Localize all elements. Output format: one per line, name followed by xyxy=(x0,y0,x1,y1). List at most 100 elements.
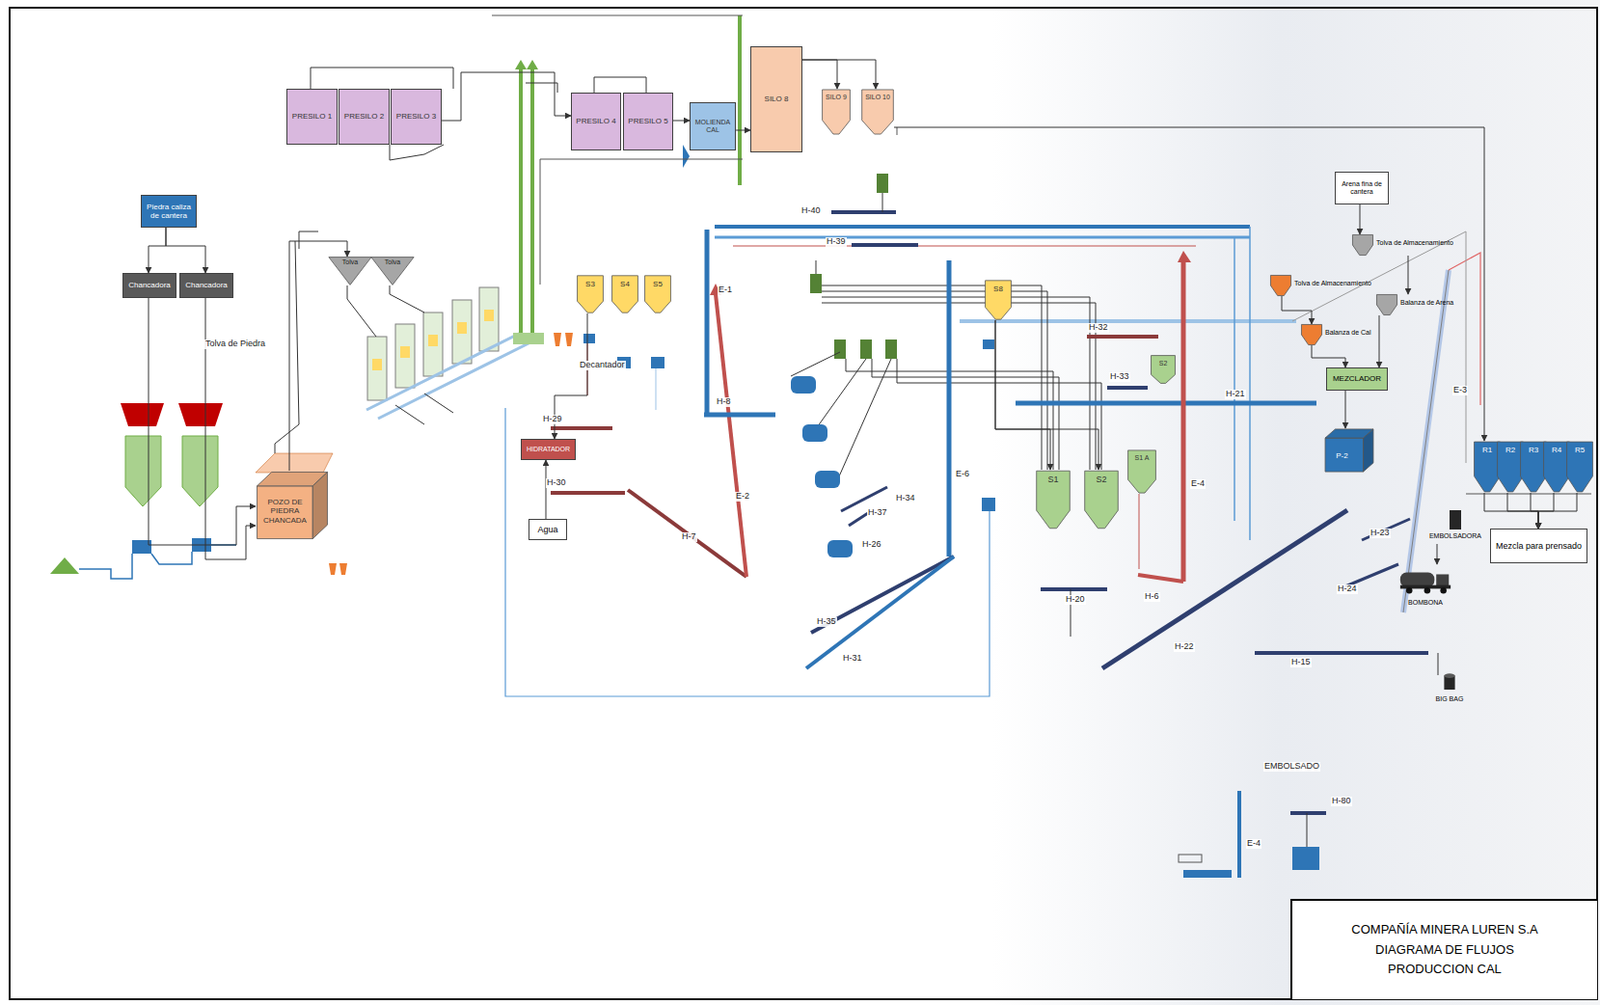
node-label: Tolva xyxy=(370,258,415,267)
flow-arrow xyxy=(165,227,206,273)
shape-part xyxy=(1449,510,1462,530)
flow-arrow xyxy=(802,59,838,89)
node-label: Chancadora xyxy=(128,280,171,290)
shape-part xyxy=(1436,573,1449,587)
shape-part xyxy=(1474,441,1501,492)
hopper: Balanza de Arena xyxy=(1376,294,1454,316)
node-label: BOMBONA xyxy=(1388,598,1463,607)
silo: SILO 10 xyxy=(861,88,895,136)
node-label: HIDRATADOR xyxy=(526,445,570,454)
text-holder: Agua xyxy=(534,522,561,537)
text-holder: S1 xyxy=(1035,469,1071,485)
shape-part xyxy=(822,89,851,135)
text-holder: PRESILO 5 xyxy=(624,114,671,128)
node-label: Tolva xyxy=(327,258,373,267)
node-label: Piedra caliza de cantera xyxy=(144,202,193,220)
title-line: DIAGRAMA DE FLUJOS xyxy=(1351,940,1538,961)
flow-label: H-15 xyxy=(1290,657,1312,668)
silo: S3 xyxy=(576,274,604,314)
shape-outline xyxy=(1441,670,1458,694)
flow-arrow xyxy=(995,320,1051,470)
shape-part xyxy=(371,257,414,286)
flow-label: E-4 xyxy=(1190,479,1206,489)
shape-part xyxy=(862,89,895,135)
shape-part xyxy=(1439,587,1447,595)
text-holder: BOMBONA xyxy=(1388,564,1463,607)
shape-part xyxy=(645,275,672,313)
text-holder: Tolva xyxy=(327,256,373,267)
flow-arrow xyxy=(995,320,1099,470)
process-box: Arena fina de cantera xyxy=(1334,171,1389,205)
flow-label: H-23 xyxy=(1369,528,1391,539)
flow-label: H-40 xyxy=(800,206,822,217)
node-label: R1 xyxy=(1473,445,1501,455)
shape-part xyxy=(1443,673,1455,678)
text-holder: Tolva de Almacenamiento xyxy=(1270,274,1372,288)
shape-part xyxy=(1151,355,1176,384)
text-holder: Tolva xyxy=(370,256,415,267)
shape-part xyxy=(328,257,372,286)
node-label: Arena fina de cantera xyxy=(1338,180,1385,196)
text-holder: HIDRATADOR xyxy=(523,443,573,456)
text-holder: Balanza de Arena xyxy=(1376,294,1454,307)
shape-part xyxy=(612,275,639,313)
shape-part xyxy=(1270,274,1291,296)
text-holder: SILO 10 xyxy=(861,88,895,102)
node-label: EMBOLSADORA xyxy=(1415,532,1495,541)
node-label: Agua xyxy=(537,524,558,535)
silo: S1 xyxy=(1035,469,1071,530)
shape-part xyxy=(1128,450,1157,493)
node-label: PRESILO 5 xyxy=(627,116,668,126)
node-label: Tolva de Almacenamiento xyxy=(1376,239,1454,247)
text-holder: PRESILO 1 xyxy=(289,109,335,123)
silo: R4 xyxy=(1543,440,1571,493)
flow-arrow xyxy=(545,460,547,519)
shape-part xyxy=(1376,294,1397,315)
text-holder: Mezcla para prensado xyxy=(1492,539,1585,553)
flow-arrow xyxy=(1484,492,1539,529)
flow-label: H-39 xyxy=(825,237,847,247)
flow-arrow xyxy=(735,130,751,132)
text-holder: SILO 8 xyxy=(761,92,792,106)
node-label: R2 xyxy=(1496,445,1524,455)
text-holder: MEZCLADOR xyxy=(1329,372,1384,385)
node-label: S2 xyxy=(1150,359,1176,368)
flow-arrow xyxy=(673,120,690,122)
node-label: Balanza de Arena xyxy=(1400,298,1454,307)
storage-block: POZO DE PIEDRA CHANCADA xyxy=(255,470,329,541)
text-holder: S5 xyxy=(644,274,672,289)
flow-label: H-22 xyxy=(1173,642,1195,652)
text-holder: Chancadora xyxy=(125,278,174,292)
text-holder: S8 xyxy=(984,279,1012,294)
text-holder: MOLIENDA CAL xyxy=(690,116,735,136)
text-holder: Chancadora xyxy=(182,278,231,292)
process-box: PRESILO 2 xyxy=(338,88,390,145)
process-box: Mezcla para prensado xyxy=(1490,528,1588,564)
node-label: Tolva de Almacenamiento xyxy=(1294,279,1372,288)
flow-arrow xyxy=(1530,492,1539,529)
title-block: COMPAÑÍA MINERA LUREN S.ADIAGRAMA DE FLU… xyxy=(1290,898,1598,1000)
shape-part xyxy=(1544,441,1571,492)
text-holder: PRESILO 4 xyxy=(572,114,619,128)
shape-part xyxy=(257,486,314,540)
flow-label: EMBOLSADO xyxy=(1263,761,1321,772)
text-holder: S2 xyxy=(1150,354,1176,368)
equipment: BIG BAG xyxy=(1425,670,1474,707)
flow-label: H-32 xyxy=(1087,323,1110,333)
flow-label: H-37 xyxy=(867,508,889,518)
flow-arrow xyxy=(441,72,571,121)
text-holder: P-2 xyxy=(1324,437,1375,462)
shape-part xyxy=(1301,324,1322,345)
flow-arrow xyxy=(148,298,256,545)
flow-arrow xyxy=(1538,492,1577,529)
process-box: PRESILO 1 xyxy=(286,88,338,145)
flow-arrow xyxy=(1437,543,1438,565)
shape-outline xyxy=(1301,324,1323,346)
flow-label: E-1 xyxy=(717,285,733,296)
silo: R2 xyxy=(1496,440,1524,493)
storage-block: P-2 xyxy=(1324,428,1375,473)
node-label: BIG BAG xyxy=(1425,695,1474,704)
hopper: Tolva xyxy=(370,256,415,286)
flow-label: E-3 xyxy=(1452,385,1468,396)
silo: S5 xyxy=(644,274,672,314)
